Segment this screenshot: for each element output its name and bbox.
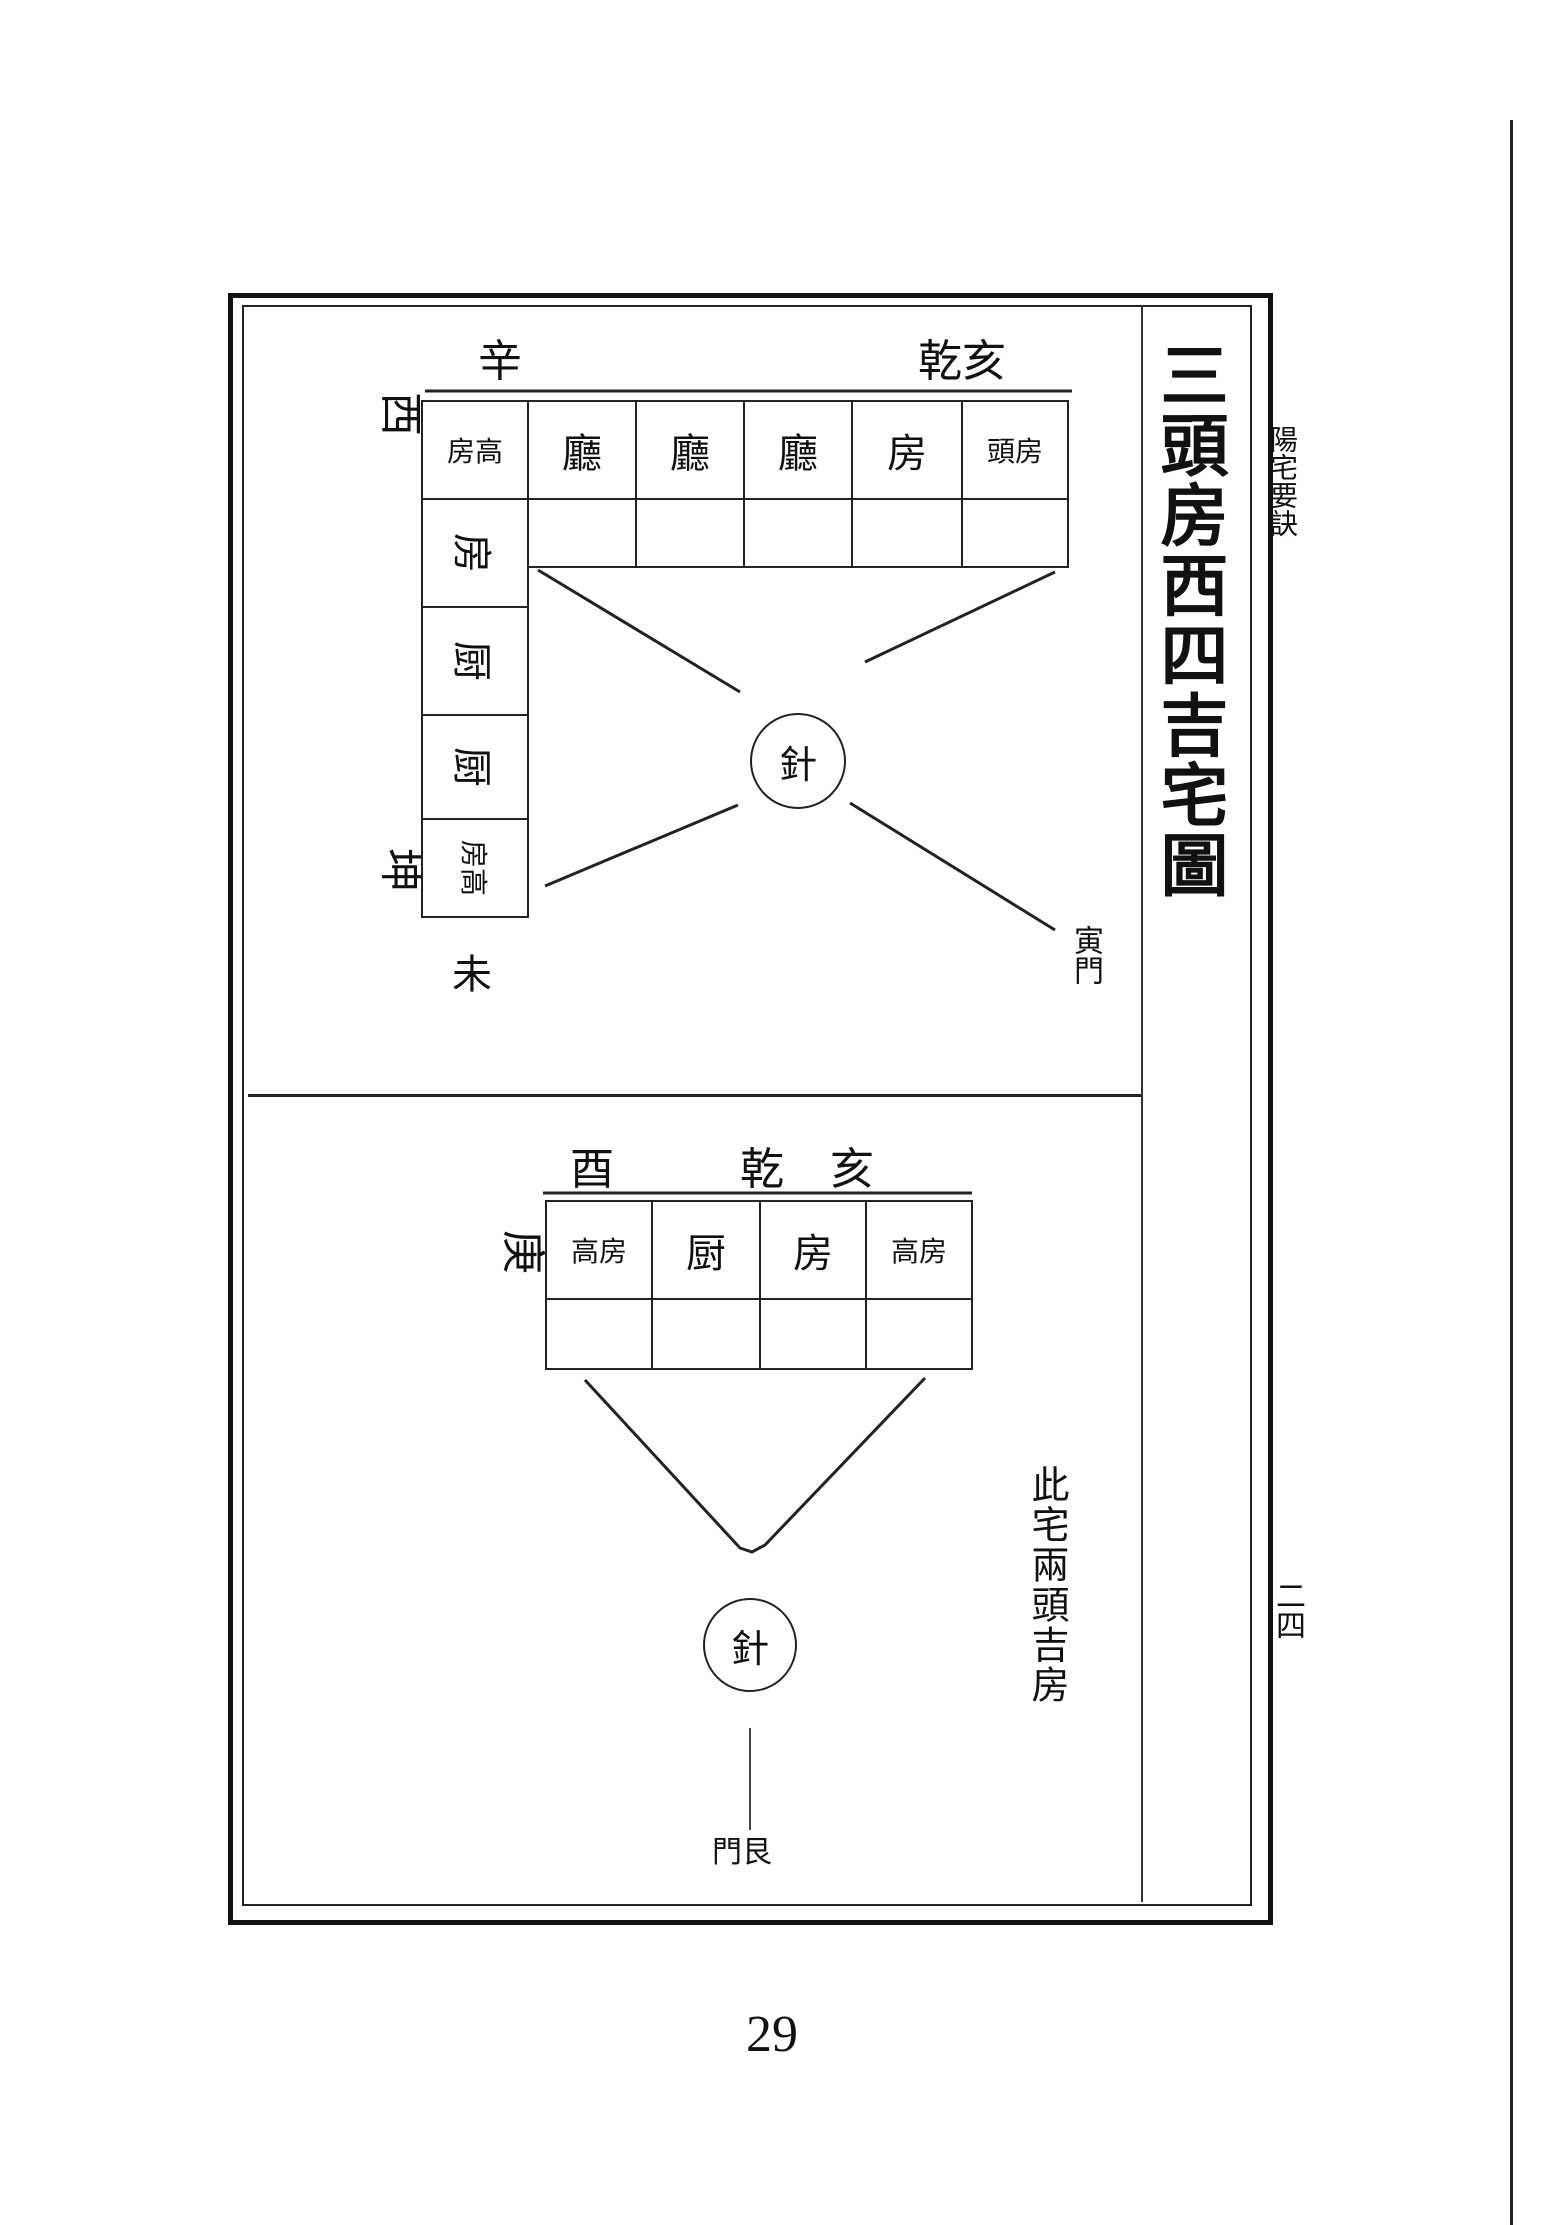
label-qian: 乾 bbox=[740, 1144, 784, 1195]
label-gen-door: 門艮 bbox=[712, 1835, 772, 1870]
label-yin-door: 寅門 bbox=[1068, 925, 1103, 985]
label-qian-hai: 乾亥 bbox=[918, 336, 1006, 387]
bottom-row-cell-2: 厨 bbox=[651, 1200, 761, 1300]
top-compass: 針 bbox=[750, 713, 846, 809]
diagram-divider bbox=[248, 1094, 1141, 1097]
label-wei: 未 bbox=[452, 952, 492, 998]
bottom-row-band-1 bbox=[545, 1298, 653, 1370]
left-col-cell-4: 房高 bbox=[421, 818, 529, 918]
bottom-row-band-3 bbox=[759, 1298, 867, 1370]
top-row-band-6 bbox=[961, 498, 1069, 568]
page-title: 三頭房西四吉宅圖 bbox=[1148, 340, 1228, 900]
bottom-compass-label: 針 bbox=[730, 1626, 769, 1671]
bottom-compass: 針 bbox=[703, 1598, 797, 1692]
bottom-row-band-2 bbox=[651, 1298, 761, 1370]
bottom-row-band-4 bbox=[865, 1298, 973, 1370]
title-column-divider bbox=[1141, 305, 1143, 1902]
label-you: 酉 bbox=[570, 1144, 614, 1195]
label-hai: 亥 bbox=[830, 1144, 874, 1195]
running-head: 陽宅要訣 bbox=[1266, 425, 1299, 537]
leaf-number: 二四 bbox=[1270, 1580, 1305, 1640]
top-compass-label: 針 bbox=[778, 742, 817, 787]
page-edge-line bbox=[1510, 120, 1513, 2225]
outer-frame bbox=[228, 293, 1273, 1925]
page-number: 29 bbox=[746, 2006, 798, 2063]
diagram-note: 此宅兩頭吉房 bbox=[1025, 1465, 1069, 1705]
bottom-row-cell-3: 房 bbox=[759, 1200, 867, 1300]
label-xin: 辛 bbox=[478, 336, 522, 387]
bottom-row-cell-4: 高房 bbox=[865, 1200, 973, 1300]
inner-frame bbox=[242, 305, 1252, 1906]
bottom-row-cell-1: 高房 bbox=[545, 1200, 653, 1300]
